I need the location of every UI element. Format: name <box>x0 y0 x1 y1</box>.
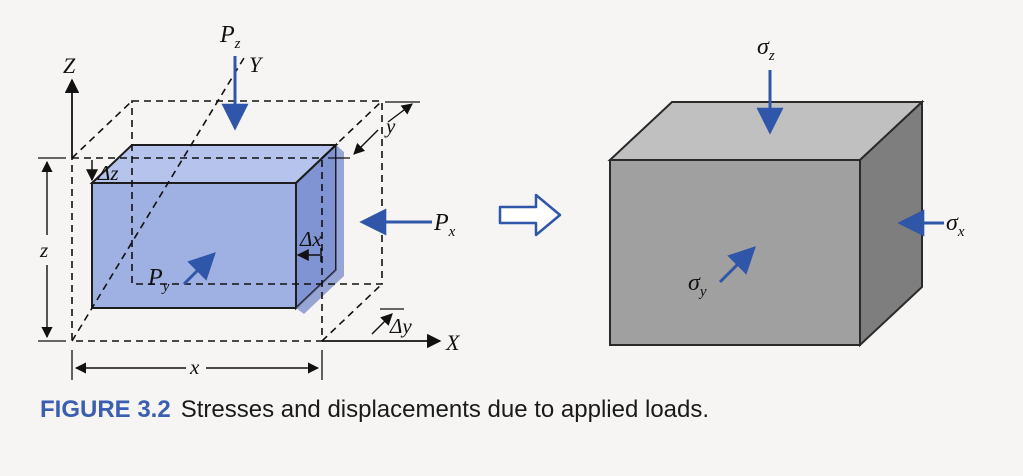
pz-label: Pz <box>219 22 241 52</box>
dim-z-label: z <box>39 238 48 262</box>
transition-arrow <box>498 193 562 237</box>
delta-x-label: Δx <box>299 227 322 251</box>
px-label: Px <box>433 210 456 240</box>
x-axis-label: X <box>445 330 461 355</box>
delta-y-label: Δy <box>389 314 412 338</box>
cube-front-face <box>609 159 861 346</box>
sigma-y-arrow <box>718 246 756 284</box>
deformed-outline <box>71 57 383 342</box>
left-diagram: Z Y X Pz Px Py Δz Δx Δy <box>38 22 461 380</box>
sigma-z-label: σz <box>757 34 775 64</box>
figure-caption: FIGURE 3.2 Stresses and displacements due… <box>40 396 709 424</box>
delta-z-label: Δz <box>97 161 119 185</box>
py-arrow <box>182 252 216 286</box>
right-diagram: σz σx σy <box>607 34 965 348</box>
figure-number: FIGURE 3.2 <box>40 396 171 423</box>
y-axis-label: Y <box>249 52 264 77</box>
caption-text: Stresses and displacements due to applie… <box>180 396 710 423</box>
dim-x-label: x <box>189 355 200 379</box>
block-front-face <box>91 182 297 309</box>
sigma-x-label: σx <box>946 210 965 240</box>
py-label: Py <box>147 265 170 295</box>
sigma-y-label: σy <box>688 270 707 300</box>
loaded-block <box>89 142 344 314</box>
dim-y-label: y <box>384 114 396 138</box>
z-axis-label: Z <box>63 53 76 78</box>
block-top-face <box>89 144 339 184</box>
